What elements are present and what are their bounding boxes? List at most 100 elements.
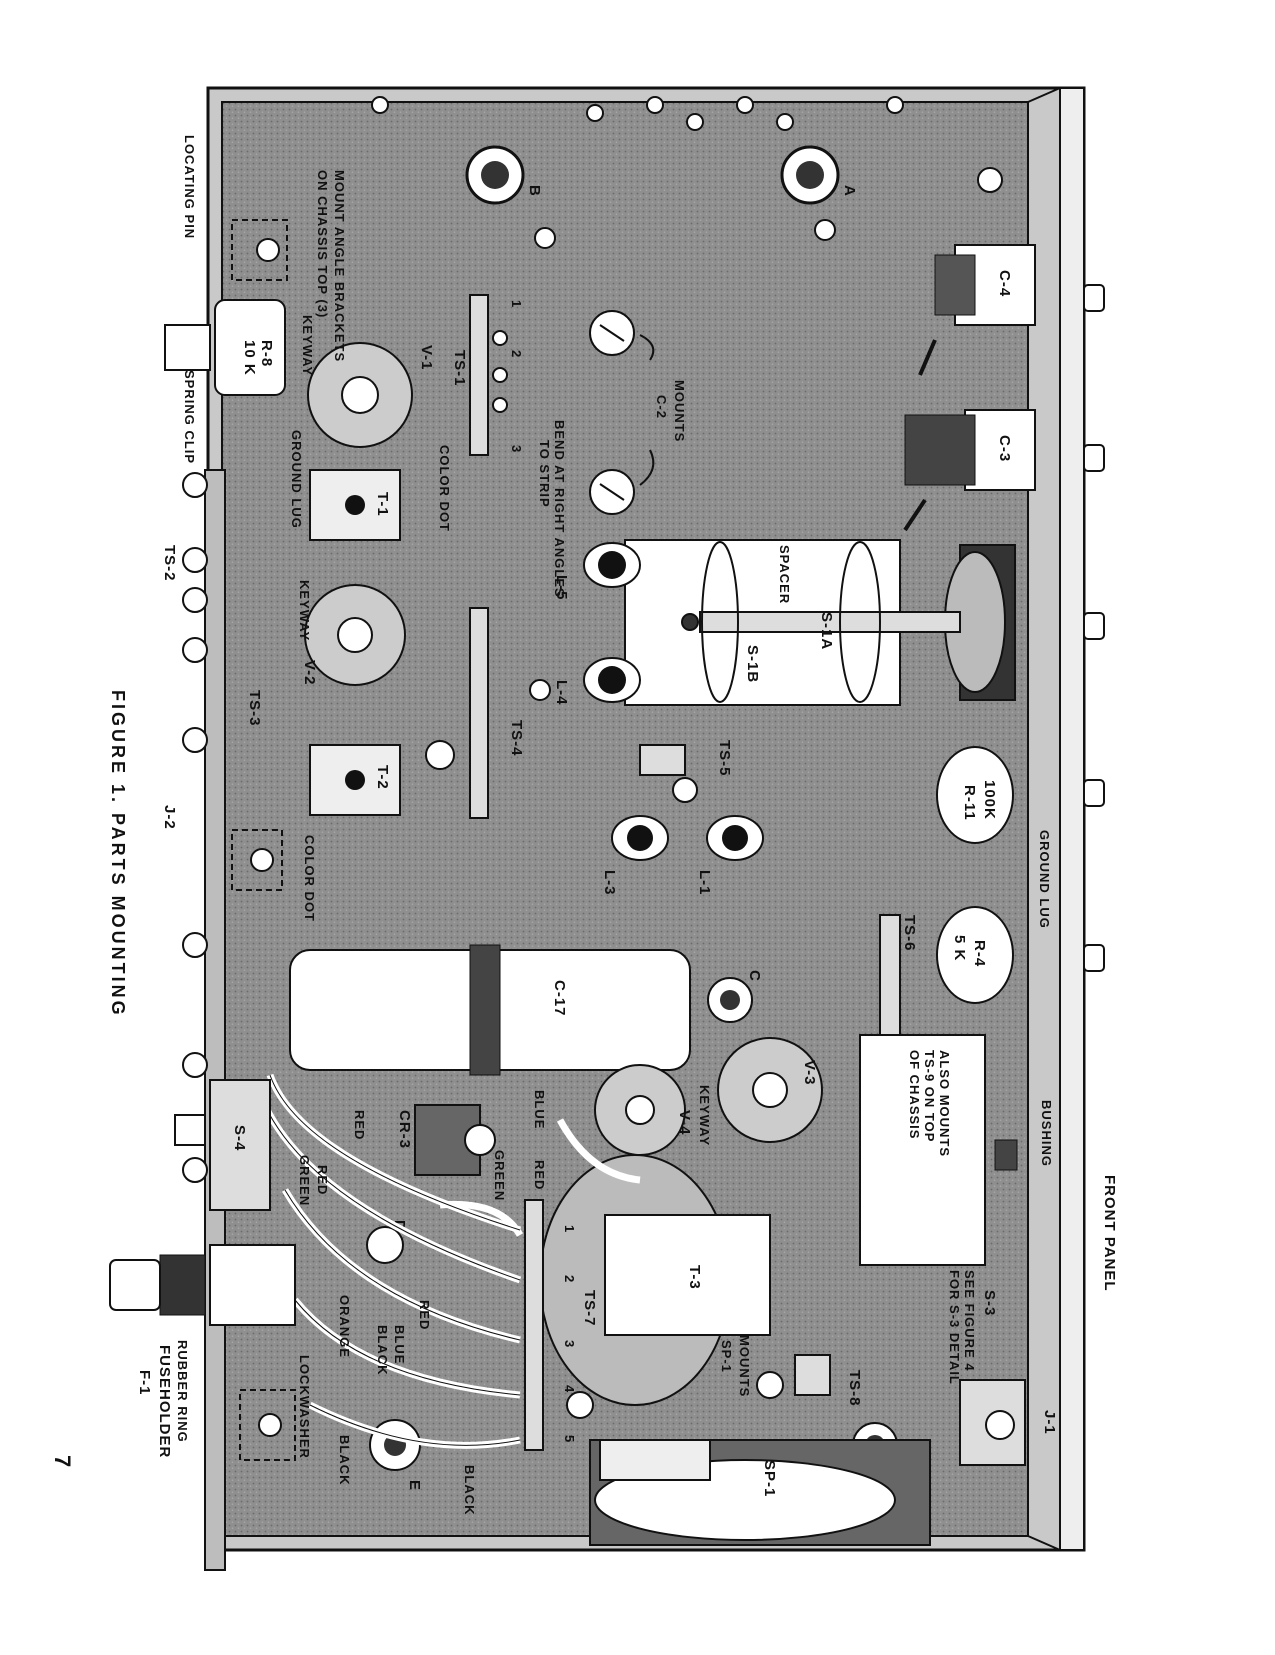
ts7-pin3: 3: [562, 1340, 577, 1348]
keyway-label-1: KEYWAY: [300, 315, 315, 376]
r8-value: 10 K: [241, 340, 258, 376]
wire-red-3: RED: [532, 1160, 547, 1190]
ts1-pin2: 2: [509, 350, 524, 358]
speaker-sp1: [589, 1439, 931, 1546]
tube-socket-v2: [304, 584, 406, 686]
note-box: [859, 1034, 986, 1266]
s3-label: S-3: [981, 1290, 998, 1316]
potentiometer-r11: [936, 746, 1014, 844]
hole-e-label: E: [406, 1480, 423, 1491]
ground-lug-label-1: GROUND LUG: [289, 430, 304, 529]
ts7-pin5: 5: [562, 1435, 577, 1443]
grommet-e: [369, 1419, 421, 1471]
l5-label: L-5: [553, 575, 570, 601]
cr3-label: CR-3: [396, 1110, 413, 1149]
j2-label: J-2: [161, 805, 178, 830]
ts4-label: TS-4: [508, 720, 525, 757]
figure-caption: FIGURE 1. PARTS MOUNTING: [108, 690, 128, 1018]
v1-label: V-1: [418, 345, 435, 371]
locating-pin-label: LOCATING PIN: [182, 135, 197, 239]
color-dot-label-1: COLOR DOT: [437, 445, 452, 532]
see-figure-1: SEE FIGURE 4: [962, 1270, 977, 1372]
bracket-outline-2: [231, 829, 283, 891]
also-mounts-2: TS-9 ON TOP: [922, 1050, 937, 1142]
r4-value: 5 K: [951, 935, 968, 961]
terminal-strip-ts1: [469, 294, 489, 456]
hole-b-label: B: [526, 185, 543, 197]
spring-clip-label: SPRING CLIP: [182, 370, 197, 464]
hole-a-label: A: [841, 185, 858, 197]
bushing: [994, 1139, 1018, 1171]
tube-socket-v3: [717, 1037, 823, 1143]
grommet-b: [465, 145, 525, 205]
wire-orange: ORANGE: [337, 1295, 352, 1358]
r4-label: R-4: [971, 940, 988, 967]
fuseholder-label: FUSEHOLDER: [156, 1345, 173, 1458]
wire-green-1: GREEN: [297, 1155, 312, 1206]
ts7-pin1: 1: [562, 1225, 577, 1233]
t3-label: T-3: [686, 1265, 703, 1290]
l1-label: L-1: [696, 870, 713, 896]
also-mounts-1: ALSO MOUNTS: [937, 1050, 952, 1157]
ts1-pin1: 1: [509, 300, 524, 308]
v3-label: V-3: [801, 1060, 818, 1086]
ts7-pin2: 2: [562, 1275, 577, 1283]
coil-l5: [583, 542, 641, 588]
coil-l1: [706, 815, 764, 861]
terminal-strip-ts8: [794, 1354, 831, 1396]
ts3-label: TS-3: [246, 690, 263, 727]
ts2-label: TS-2: [161, 545, 178, 582]
grommet-c: [707, 977, 753, 1023]
r11-value: 100K: [981, 780, 998, 820]
chassis-holes: [371, 96, 1003, 701]
capacitor-c4: [918, 244, 1036, 376]
capacitor-c3: [903, 409, 1036, 532]
c2-mount-screws: [589, 310, 635, 515]
ts7-label: TS-7: [581, 1290, 598, 1327]
transformer-t3: [539, 1154, 771, 1406]
c17-label: C-17: [551, 980, 568, 1017]
wire-black-3: BLACK: [462, 1465, 477, 1516]
ts7-pin4: 4: [562, 1385, 577, 1393]
wire-red-4: RED: [417, 1300, 432, 1330]
potentiometer-r8: [164, 299, 286, 396]
rectifier-cr3: [414, 1104, 496, 1176]
color-dot-label-2: COLOR DOT: [302, 835, 317, 922]
keyway-label-2: KEYWAY: [297, 580, 312, 641]
mounts-sp1-label: MOUNTS: [737, 1335, 752, 1397]
f1-label: F-1: [136, 1370, 153, 1396]
s1a-label: S-1A: [818, 612, 835, 650]
ts1-label: TS-1: [451, 350, 468, 387]
wire-red-2: RED: [352, 1110, 367, 1140]
mounts-label: MOUNTS: [672, 380, 687, 442]
r8-label: R-8: [258, 340, 275, 367]
wire-black-2: BLACK: [337, 1435, 352, 1486]
tube-socket-v4: [594, 1064, 686, 1156]
s4-label: S-4: [231, 1125, 248, 1151]
sp1-label: SP-1: [761, 1460, 778, 1497]
bend-label-1: BEND AT RIGHT ANGLES: [552, 420, 567, 598]
switch-s4: [174, 1079, 271, 1211]
sp1-mount-screws: [566, 1371, 784, 1419]
grommet-a: [780, 145, 840, 205]
ts8-label: TS-8: [846, 1370, 863, 1407]
coil-l3: [611, 815, 669, 861]
wiring-harness-outline: [254, 1074, 521, 1446]
c2-label: C-2: [654, 395, 669, 419]
mount-angle-label-1: MOUNT ANGLE BRACKETS: [332, 170, 347, 362]
rubber-ring-label: RUBBER RING: [175, 1340, 190, 1443]
terminal-strip-ts4: [469, 607, 489, 819]
ts1-pin3: 3: [509, 445, 524, 453]
fuseholder-f1: [109, 1244, 296, 1326]
terminal-strip-ts5: [639, 744, 698, 803]
transformer-t2: [309, 744, 401, 816]
front-panel-label: FRONT PANEL: [1101, 1175, 1118, 1292]
t1-label: T-1: [374, 492, 391, 517]
tube-socket-v1: [307, 342, 413, 448]
spacer-label: SPACER: [777, 545, 792, 604]
c3-label: C-3: [996, 435, 1013, 462]
c4-label: C-4: [996, 270, 1013, 297]
bend-label-2: TO STRIP: [537, 440, 552, 508]
v2-label: V-2: [301, 660, 318, 686]
